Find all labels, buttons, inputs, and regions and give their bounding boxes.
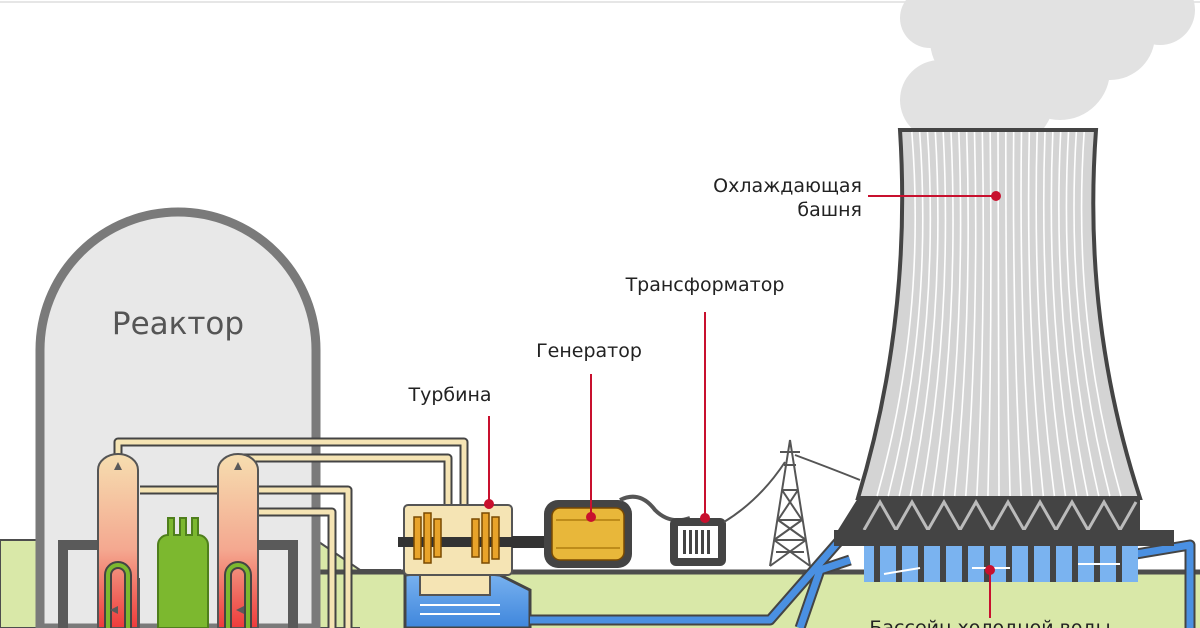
pylon-icon — [769, 439, 811, 567]
arrow-icon — [110, 462, 244, 614]
steam-generator-left — [97, 453, 139, 628]
generator-label: Генератор — [536, 340, 642, 362]
turbine — [398, 504, 548, 628]
transformer — [670, 518, 726, 566]
tower-stripe — [1027, 131, 1045, 497]
tower-stripe — [931, 131, 954, 497]
tower-stripe — [953, 131, 969, 497]
tower-stripe — [920, 131, 947, 497]
tower-stripe — [898, 131, 932, 497]
generator — [544, 500, 632, 568]
cooling-tower — [834, 128, 1174, 582]
tower-stripe — [1065, 131, 1100, 497]
tower-stripe — [976, 131, 985, 497]
transformer-label: Трансформатор — [625, 274, 785, 296]
tower-stripe — [987, 131, 992, 497]
tower-stripe — [1080, 131, 1122, 497]
callouts — [484, 191, 1001, 618]
tower-stripe — [997, 131, 1000, 497]
cold-water-basin-label: Бассейн холодной воды — [869, 617, 1110, 628]
steam-generator-right — [217, 453, 259, 628]
turbine-label: Турбина — [407, 384, 491, 406]
tower-stripe — [1005, 131, 1011, 497]
tower-stripe — [1050, 131, 1078, 497]
reactor-vessel — [157, 517, 209, 628]
tower-stripe — [964, 131, 977, 497]
tower-stripe — [1042, 131, 1067, 497]
turbine-callout-dot — [484, 499, 494, 509]
tower-stripe — [909, 131, 939, 497]
cooling-tower-label-line2: башня — [797, 199, 862, 221]
tower-stripe — [1035, 131, 1056, 497]
tower-stripe — [942, 131, 962, 497]
tower-stripe — [1020, 131, 1034, 497]
cooling-tower-callout-dot — [991, 191, 1001, 201]
tower-stripe — [887, 131, 924, 497]
generator-callout-dot — [586, 512, 596, 522]
cloud-icon — [900, 0, 1195, 150]
transformer-callout-dot — [700, 513, 710, 523]
turbine-shaft — [512, 536, 552, 548]
reactor-label: Реактор — [112, 306, 244, 342]
tower-stripe — [1058, 131, 1089, 497]
cooling-tower-label-line1: Охлаждающая — [713, 175, 862, 197]
tower-stripe — [876, 131, 916, 497]
tower-stripe — [1073, 131, 1111, 497]
power-line — [723, 461, 786, 523]
basin-callout-dot — [985, 565, 995, 575]
tower-stripe — [1012, 131, 1022, 497]
